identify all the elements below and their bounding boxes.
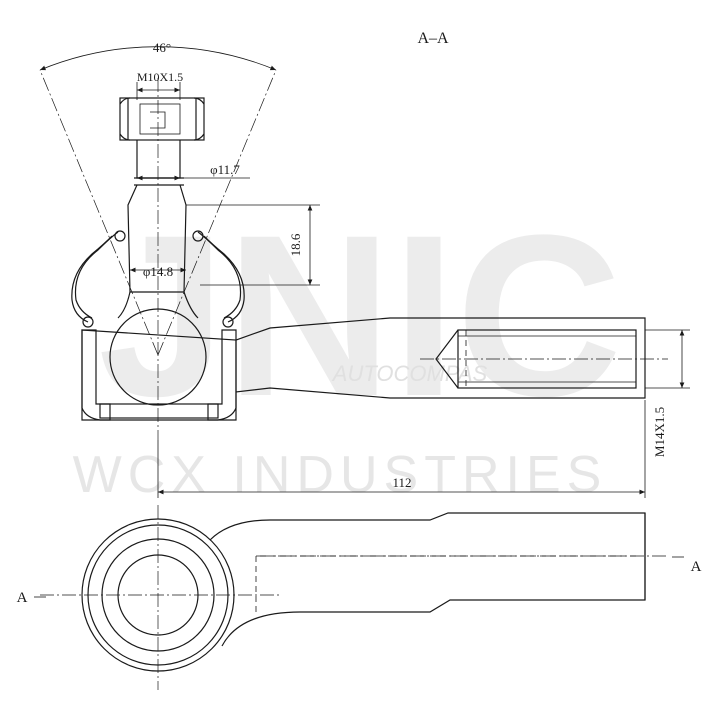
thread-top-label: M10X1.5: [137, 70, 183, 84]
section-mark-left: A: [17, 590, 28, 606]
section-view: A–A 46° M10X1.5: [39, 30, 690, 498]
thread-end-label: M14X1.5: [652, 407, 667, 457]
housing-body: [81, 317, 668, 421]
angle-label: 46°: [153, 40, 171, 55]
ball: [109, 308, 207, 406]
dust-boot: [71, 230, 245, 328]
angle-arc: [39, 46, 277, 71]
dia-ball-label: φ14.8: [143, 264, 173, 279]
watermark-company: WCX INDUSTRIES: [73, 446, 608, 504]
dia-neck-label: φ11.7: [210, 162, 240, 177]
height-label: 18.6: [288, 233, 303, 256]
watermark-logo: JNIC: [98, 187, 622, 444]
section-mark-right: A: [691, 559, 702, 575]
castle-nut: [119, 97, 205, 141]
section-title: A–A: [417, 30, 449, 47]
length-label: 112: [392, 475, 411, 490]
plan-view: A A: [17, 505, 702, 690]
watermark: JNIC WCX INDUSTRIES AUTOCOMPAS: [73, 187, 622, 504]
